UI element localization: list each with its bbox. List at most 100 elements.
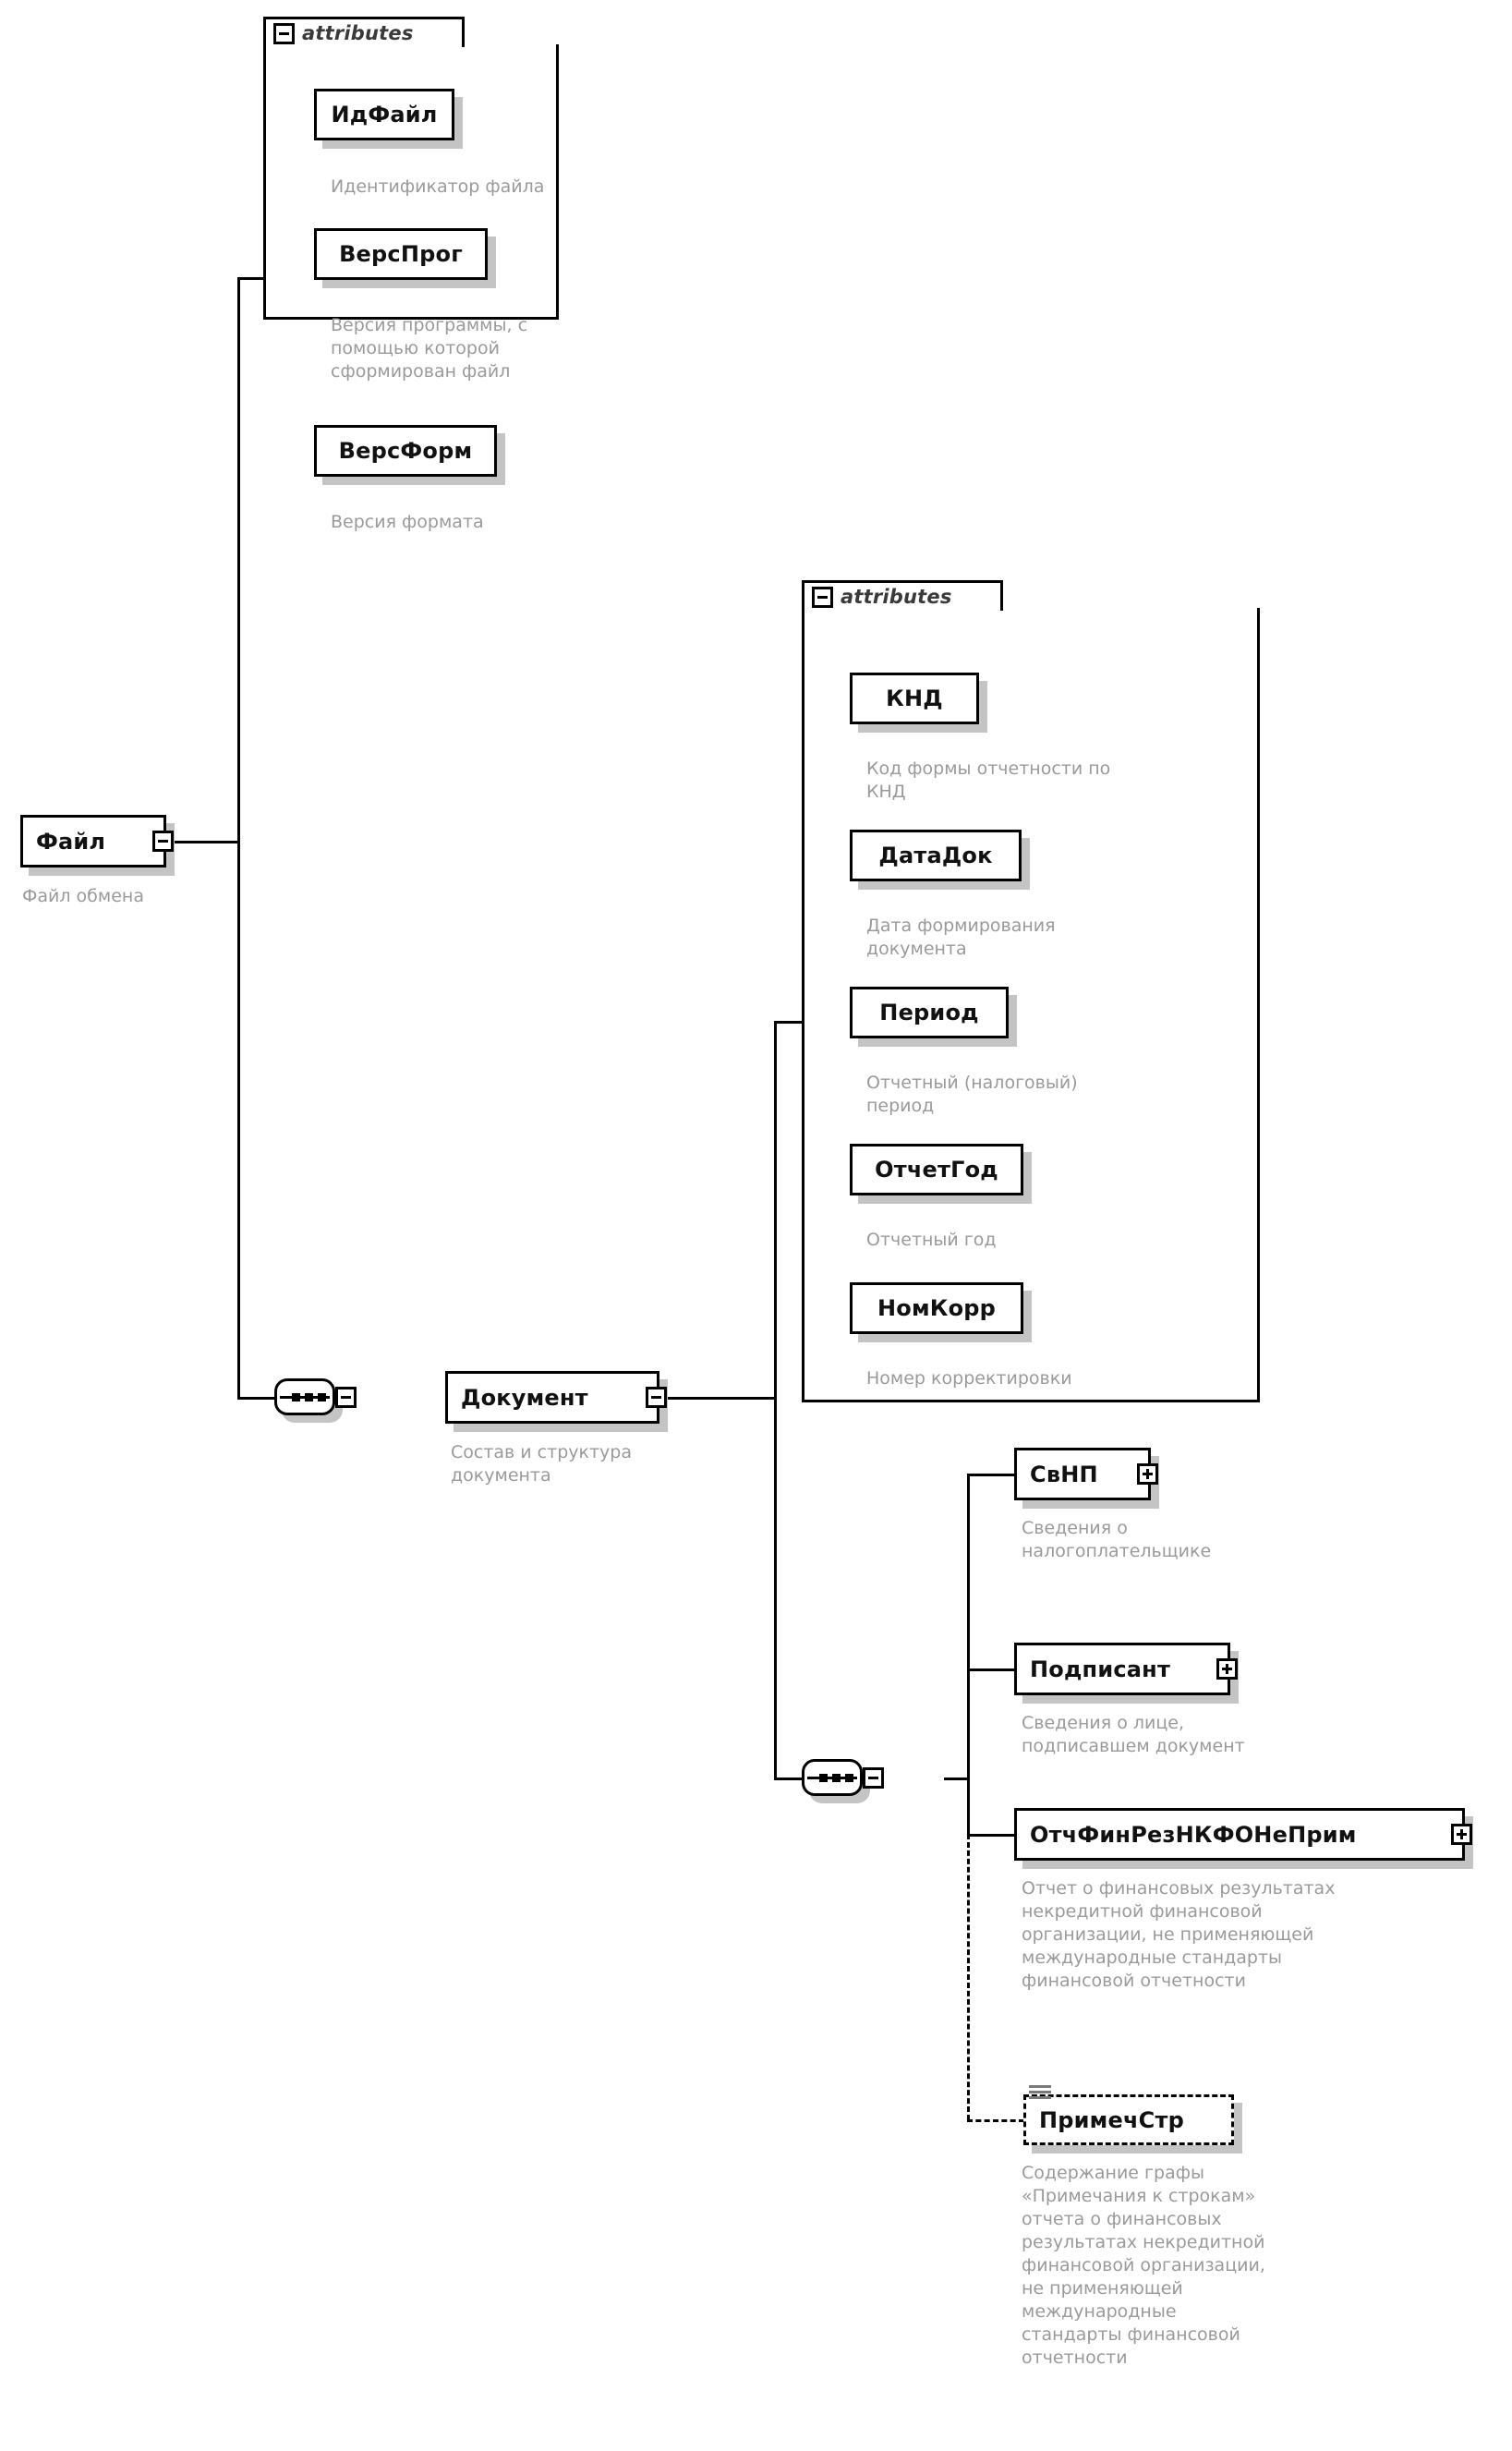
node-label: ДатаДок bbox=[878, 843, 993, 868]
connector-trunk-to-file-attributes bbox=[237, 277, 265, 280]
document-attributes-label: attributes bbox=[841, 586, 952, 608]
connector-trunk-to-document-attributes bbox=[774, 1021, 804, 1024]
attribute-node-datadok[interactable]: ДатаДок bbox=[850, 830, 1030, 890]
node-label: ВерсПрог bbox=[339, 241, 463, 267]
description-datadok: Дата формирования документа bbox=[866, 916, 1056, 959]
plus-expander-icon[interactable] bbox=[1451, 1824, 1472, 1845]
plus-expander-icon[interactable] bbox=[1216, 1658, 1238, 1680]
node-body[interactable]: Файл bbox=[20, 815, 174, 868]
file-attributes-tab[interactable]: attributes bbox=[263, 17, 465, 47]
sequence-dot bbox=[292, 1392, 300, 1401]
plus-expander-icon[interactable] bbox=[1137, 1463, 1158, 1485]
element-node-podpisant[interactable]: Подписант bbox=[1014, 1643, 1239, 1704]
sequence-icon bbox=[802, 1759, 870, 1803]
node-body[interactable]: НомКорр bbox=[850, 1282, 1023, 1334]
node-body[interactable]: Подписант bbox=[1014, 1643, 1238, 1695]
sequence-dot bbox=[832, 1773, 841, 1782]
sequence-dot bbox=[305, 1392, 313, 1401]
description-versform: Версия формата bbox=[331, 512, 484, 532]
sequence-compositor-document-children[interactable] bbox=[802, 1759, 884, 1803]
node-label: Файл bbox=[36, 828, 106, 855]
connector-branch-primechstr bbox=[967, 2119, 1024, 2122]
connector-branch-otchfinrez bbox=[967, 1834, 1015, 1837]
connector-trunk-to-children-sequence bbox=[774, 1778, 802, 1780]
sequence-dot bbox=[318, 1392, 326, 1401]
node-body[interactable]: Период bbox=[850, 987, 1009, 1038]
connector-branch-podpisant bbox=[967, 1668, 1015, 1671]
connector-file-trunk-vertical bbox=[237, 277, 240, 1400]
minus-expander-icon[interactable] bbox=[646, 1387, 667, 1408]
element-node-dokument[interactable]: Документ bbox=[445, 1371, 668, 1432]
connector-children-branch-vertical bbox=[967, 1474, 970, 1838]
sequence-compositor-document[interactable] bbox=[274, 1378, 357, 1423]
node-label: ИдФайл bbox=[331, 102, 438, 127]
node-body[interactable]: ВерсФорм bbox=[314, 425, 497, 477]
document-attributes-tab[interactable]: attributes bbox=[802, 580, 1003, 611]
description-idfayl: Идентификатор файла bbox=[331, 176, 545, 197]
description-period: Отчетный (налоговый) период bbox=[866, 1073, 1078, 1116]
connector-children-sequence-to-branch bbox=[944, 1778, 970, 1780]
document-attributes-container: attributes bbox=[802, 580, 1260, 1402]
file-attributes-label: attributes bbox=[302, 22, 414, 44]
description-nomkorr: Номер корректировки bbox=[866, 1368, 1072, 1389]
node-label: ПримечСтр bbox=[1039, 2106, 1184, 2133]
node-label: Период bbox=[879, 1000, 979, 1025]
file-attributes-tab-mask bbox=[266, 44, 462, 48]
attribute-node-otchetgod[interactable]: ОтчетГод bbox=[850, 1144, 1032, 1204]
description-otchetgod: Отчетный год bbox=[866, 1230, 997, 1250]
node-label: КНД bbox=[886, 686, 943, 711]
node-body[interactable]: ОтчетГод bbox=[850, 1144, 1023, 1195]
connector-branch-svnp bbox=[967, 1474, 1015, 1476]
simple-type-lines-icon bbox=[1029, 2085, 1051, 2102]
attribute-node-period[interactable]: Период bbox=[850, 987, 1017, 1047]
attribute-node-versform[interactable]: ВерсФорм bbox=[314, 425, 505, 485]
node-label: ОтчетГод bbox=[875, 1157, 998, 1183]
connector-trunk-to-document-sequence bbox=[237, 1397, 274, 1400]
node-label: ВерсФорм bbox=[338, 438, 473, 464]
file-attributes-outline bbox=[263, 44, 559, 320]
node-body[interactable]: ОтчФинРезНКФОНеПрим bbox=[1014, 1808, 1472, 1861]
attribute-node-idfayl[interactable]: ИдФайл bbox=[314, 89, 463, 149]
minus-expander-icon[interactable] bbox=[152, 831, 174, 852]
sequence-dot bbox=[845, 1773, 853, 1782]
description-knd: Код формы отчетности по КНД bbox=[866, 758, 1111, 802]
minus-expander-icon[interactable] bbox=[812, 586, 833, 608]
node-body[interactable]: СвНП bbox=[1014, 1448, 1158, 1500]
node-body[interactable]: ИдФайл bbox=[314, 89, 454, 140]
element-node-primechstr[interactable]: ПримечСтр bbox=[1023, 2085, 1242, 2154]
node-label: Подписант bbox=[1030, 1656, 1171, 1682]
connector-children-branch-vertical-dashed bbox=[967, 1834, 970, 2120]
node-label: ОтчФинРезНКФОНеПрим bbox=[1030, 1821, 1357, 1848]
file-attributes-container: attributes bbox=[263, 17, 559, 320]
attribute-node-versprog[interactable]: ВерсПрог bbox=[314, 228, 496, 288]
attribute-node-nomkorr[interactable]: НомКорр bbox=[850, 1282, 1032, 1342]
node-body[interactable]: КНД bbox=[850, 673, 979, 724]
node-body[interactable]: ПримечСтр bbox=[1023, 2085, 1234, 2145]
node-label: НомКорр bbox=[877, 1295, 997, 1321]
minus-expander-icon[interactable] bbox=[273, 22, 295, 44]
minus-expander-icon[interactable] bbox=[863, 1766, 884, 1789]
node-label: СвНП bbox=[1030, 1461, 1098, 1487]
node-body[interactable]: ДатаДок bbox=[850, 830, 1022, 881]
node-body[interactable]: ВерсПрог bbox=[314, 228, 488, 280]
document-attributes-outline bbox=[802, 608, 1260, 1402]
connector-document-to-trunk bbox=[659, 1397, 776, 1400]
element-node-otchfinreznkfoneprim[interactable]: ОтчФинРезНКФОНеПрим bbox=[1014, 1808, 1473, 1869]
element-node-svnp[interactable]: СвНП bbox=[1014, 1448, 1159, 1509]
description-podpisant: Сведения о лице, подписавшем документ bbox=[1022, 1713, 1245, 1756]
node-label: Документ bbox=[461, 1384, 588, 1411]
node-body[interactable]: Документ bbox=[445, 1371, 667, 1424]
document-attributes-tab-mask bbox=[804, 608, 1000, 612]
minus-expander-icon[interactable] bbox=[335, 1386, 357, 1408]
sequence-dot bbox=[819, 1773, 828, 1782]
description-dokument: Состав и структура документа bbox=[451, 1442, 632, 1486]
description-versprog: Версия программы, с помощью которой сфор… bbox=[331, 315, 528, 382]
description-svnp: Сведения о налогоплательщике bbox=[1022, 1518, 1212, 1561]
attribute-node-knd[interactable]: КНД bbox=[850, 673, 987, 733]
description-primechstr: Содержание графы «Примечания к строкам» … bbox=[1022, 2163, 1265, 2368]
connector-file-to-trunk bbox=[164, 841, 240, 843]
element-node-fayl[interactable]: Файл bbox=[20, 815, 175, 876]
connector-document-trunk-vertical bbox=[774, 1021, 777, 1780]
sequence-icon bbox=[274, 1378, 343, 1423]
